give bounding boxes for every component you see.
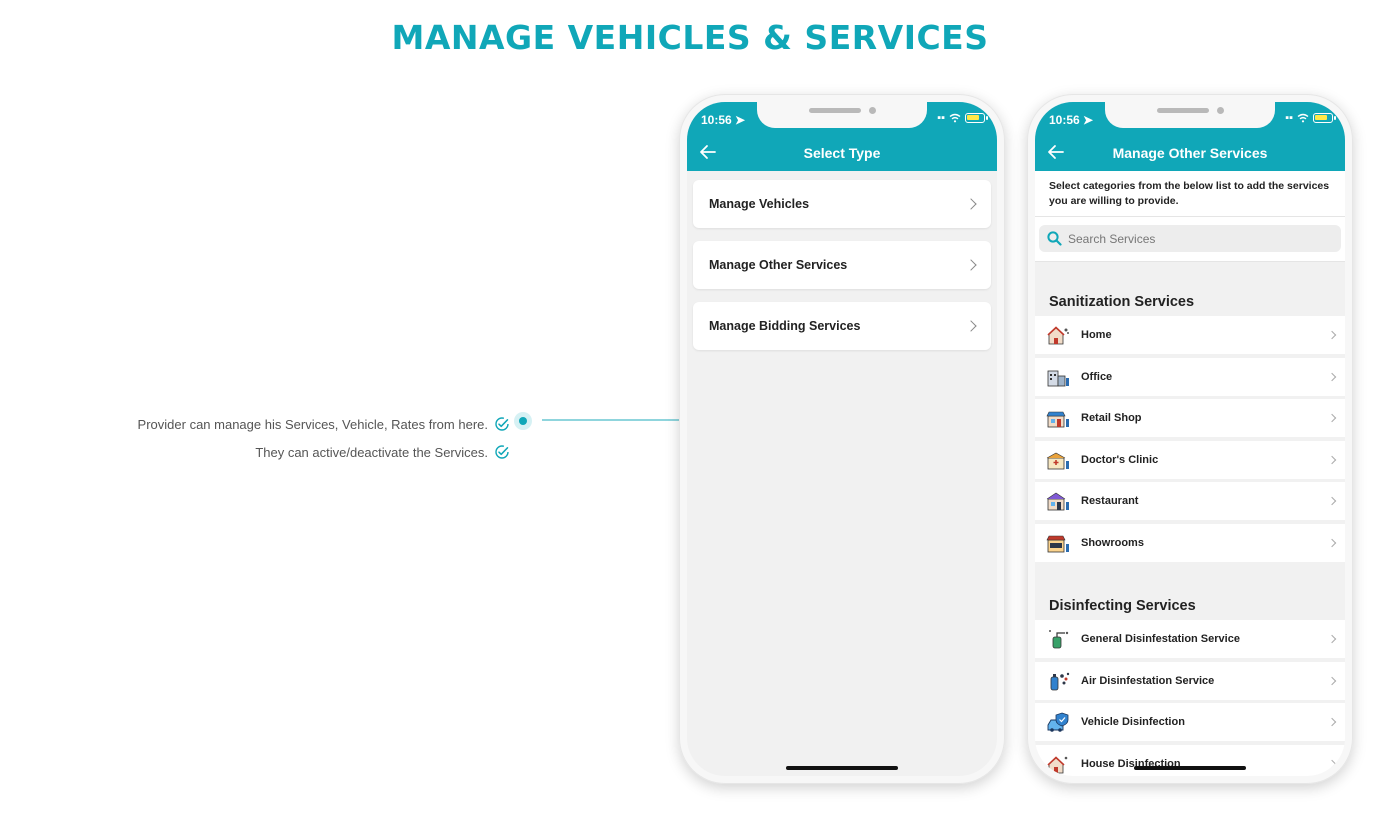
section-title-sanitization: Sanitization Services	[1049, 294, 1195, 310]
service-label: Retail Shop	[1081, 412, 1142, 425]
chevron-right-icon	[1327, 759, 1337, 769]
back-arrow-icon[interactable]	[699, 144, 717, 160]
chevron-right-icon	[965, 259, 977, 271]
status-icons: ▪▪	[937, 112, 988, 124]
chevron-right-icon	[1327, 413, 1337, 423]
disinfecting-list: General Disinfestation Service Air Disin…	[1035, 620, 1345, 776]
search-box[interactable]	[1039, 225, 1341, 252]
service-label: General Disinfestation Service	[1081, 633, 1240, 645]
phone-manage-services: 10:56 ➤ ▪▪ Manage Other Services Select …	[1027, 94, 1353, 784]
feature-item: They can active/deactivate the Services.	[60, 438, 510, 466]
feature-text: Provider can manage his Services, Vehicl…	[137, 416, 488, 432]
intro-text: Select categories from the below list to…	[1035, 171, 1345, 217]
service-item-office[interactable]: Office	[1035, 357, 1345, 396]
chevron-right-icon	[1327, 372, 1337, 381]
service-label: Office	[1081, 370, 1113, 383]
item-label: Manage Vehicles	[709, 197, 810, 211]
service-item-showrooms[interactable]: Showrooms	[1035, 523, 1345, 562]
status-icons: ▪▪	[1285, 112, 1336, 124]
clinic-sanitize-icon	[1046, 452, 1069, 470]
chevron-right-icon	[1327, 538, 1337, 548]
chevron-right-icon	[1327, 497, 1337, 506]
wifi-icon	[949, 113, 961, 123]
battery-icon	[965, 113, 988, 123]
manage-bidding-services-item[interactable]: Manage Bidding Services	[693, 302, 991, 350]
chevron-right-icon	[1327, 676, 1337, 685]
chevron-right-icon	[1327, 455, 1337, 465]
search-bar	[1035, 217, 1345, 262]
connector-line	[542, 419, 682, 421]
showroom-sanitize-icon	[1046, 535, 1069, 553]
phone-notch	[1105, 102, 1275, 128]
feature-text: They can active/deactivate the Services.	[255, 444, 488, 460]
service-item-house-disinfection[interactable]: House Disinfection	[1035, 744, 1345, 776]
air-spray-icon	[1050, 672, 1070, 690]
restaurant-sanitize-icon	[1046, 493, 1069, 511]
sanitization-list: Home Office Retail Shop Doctor's Clinic	[1035, 316, 1345, 566]
feature-item: Provider can manage his Services, Vehicl…	[60, 410, 510, 438]
home-sanitize-icon	[1047, 326, 1069, 345]
chevron-right-icon	[1327, 634, 1337, 644]
status-time: 10:56 ➤	[701, 113, 746, 127]
sprayer-icon	[1049, 630, 1069, 649]
service-item-general-disinfestation[interactable]: General Disinfestation Service	[1035, 620, 1345, 658]
location-arrow-icon: ➤	[735, 113, 746, 127]
phone-screen: 10:56 ➤ ▪▪ Manage Other Services Select …	[1035, 102, 1345, 776]
service-label: Doctor's Clinic	[1081, 453, 1159, 466]
feature-list: Provider can manage his Services, Vehicl…	[60, 410, 510, 466]
wifi-icon	[1297, 113, 1309, 123]
app-header: 10:56 ➤ ▪▪ Select Type	[687, 102, 997, 171]
check-circle-icon	[495, 417, 509, 431]
manage-other-services-item[interactable]: Manage Other Services	[693, 241, 991, 289]
nav-title: Manage Other Services	[1112, 145, 1268, 161]
chevron-right-icon	[1327, 330, 1337, 340]
service-item-doctors-clinic[interactable]: Doctor's Clinic	[1035, 440, 1345, 479]
phone-notch	[757, 102, 927, 128]
service-label: Restaurant	[1081, 495, 1139, 508]
signal-icon: ▪▪	[937, 112, 945, 124]
home-indicator	[1134, 766, 1246, 770]
phone-screen: 10:56 ➤ ▪▪ Select Type Manage Vehicles M…	[687, 102, 997, 776]
item-label: Manage Bidding Services	[709, 319, 861, 333]
service-label: Air Disinfestation Service	[1081, 674, 1215, 687]
office-sanitize-icon	[1047, 370, 1069, 386]
service-item-home[interactable]: Home	[1035, 316, 1345, 354]
search-icon	[1047, 231, 1062, 246]
service-item-vehicle-disinfection[interactable]: Vehicle Disinfection	[1035, 703, 1345, 742]
chevron-right-icon	[965, 320, 977, 332]
vehicle-shield-icon	[1047, 712, 1069, 732]
search-input[interactable]	[1068, 231, 1308, 246]
nav-title: Select Type	[803, 145, 881, 161]
service-label: Vehicle Disinfection	[1081, 716, 1185, 729]
connector-dot	[514, 412, 532, 430]
app-header: 10:56 ➤ ▪▪ Manage Other Services	[1035, 102, 1345, 171]
type-list: Manage Vehicles Manage Other Services Ma…	[693, 180, 991, 363]
chevron-right-icon	[1327, 717, 1337, 727]
service-label: Showrooms	[1081, 536, 1144, 549]
status-time: 10:56 ➤	[1049, 113, 1094, 127]
back-arrow-icon[interactable]	[1047, 144, 1065, 160]
service-item-restaurant[interactable]: Restaurant	[1035, 482, 1345, 521]
service-item-air-disinfestation[interactable]: Air Disinfestation Service	[1035, 661, 1345, 700]
house-disinfect-icon	[1047, 756, 1068, 774]
chevron-right-icon	[965, 198, 977, 210]
item-label: Manage Other Services	[709, 258, 848, 272]
signal-icon: ▪▪	[1285, 112, 1293, 124]
check-circle-icon	[495, 445, 509, 459]
service-item-retail-shop[interactable]: Retail Shop	[1035, 399, 1345, 438]
section-title-disinfecting: Disinfecting Services	[1049, 598, 1196, 614]
location-arrow-icon: ➤	[1083, 113, 1094, 127]
manage-vehicles-item[interactable]: Manage Vehicles	[693, 180, 991, 228]
shop-sanitize-icon	[1046, 411, 1069, 428]
service-label: Home	[1081, 329, 1112, 341]
page-title: MANAGE VEHICLES & SERVICES	[391, 18, 989, 57]
battery-icon	[1313, 113, 1336, 123]
home-indicator	[786, 766, 898, 770]
phone-select-type: 10:56 ➤ ▪▪ Select Type Manage Vehicles M…	[679, 94, 1005, 784]
